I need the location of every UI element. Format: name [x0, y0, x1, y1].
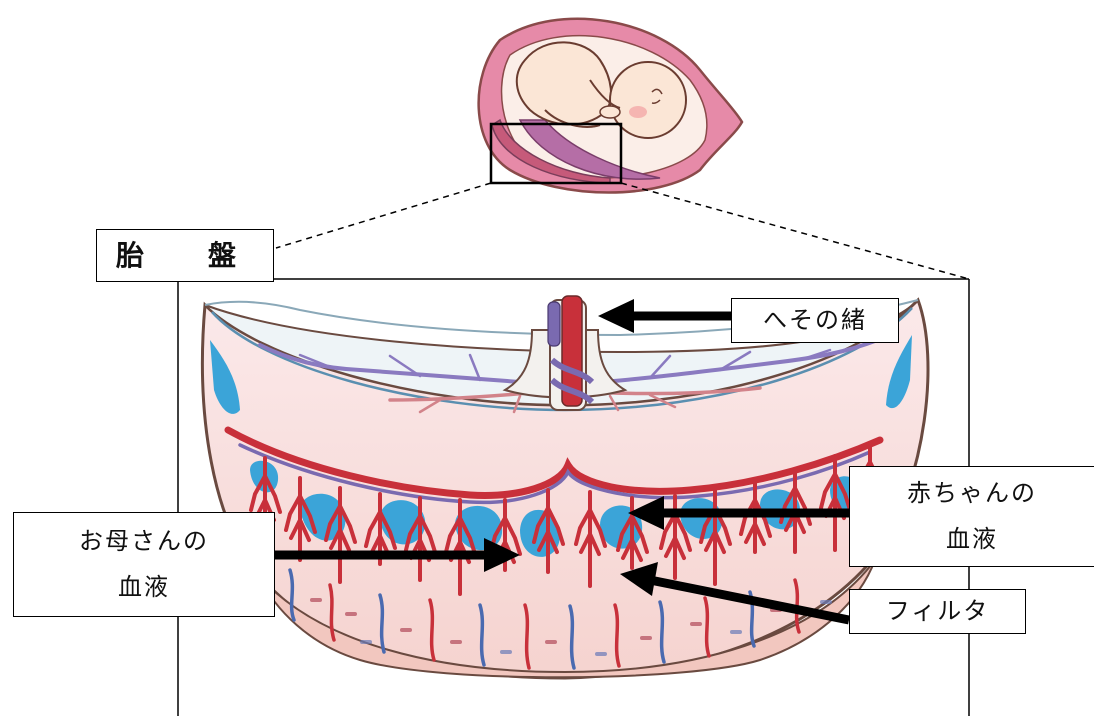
fetus-in-womb-illustration — [479, 19, 742, 193]
filter-label: フィルタ — [886, 589, 990, 635]
umbilical-cord-label-box: へその緒 — [731, 298, 899, 343]
placenta-title: 胎 盤 — [116, 229, 254, 282]
umbilical-cord-label: へその緒 — [763, 298, 867, 344]
mother-blood-label-line2: 血液 — [118, 565, 170, 611]
arrow-umbilical — [598, 299, 731, 333]
mother-blood-label-box: お母さんの 血液 — [13, 512, 275, 617]
baby-blood-label-line1: 赤ちゃんの — [907, 471, 1037, 517]
mother-blood-label-line1: お母さんの — [79, 519, 209, 565]
placenta-cross-section-illustration — [202, 296, 928, 678]
baby-blood-label-box: 赤ちゃんの 血液 — [849, 466, 1094, 567]
placenta-title-box: 胎 盤 — [96, 229, 274, 282]
baby-blood-label-line2: 血液 — [946, 517, 998, 563]
filter-label-box: フィルタ — [849, 589, 1026, 634]
